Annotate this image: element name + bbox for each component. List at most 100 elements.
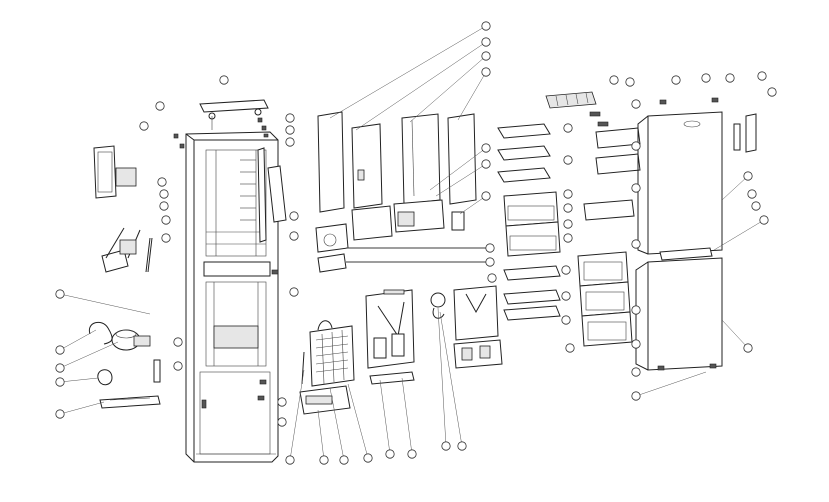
- upper-door: [637, 111, 723, 255]
- back-panel-2: [351, 123, 383, 209]
- callout-bubble: [487, 273, 497, 283]
- door-shelf-left: [93, 145, 117, 199]
- callout-bubble: [285, 113, 295, 123]
- callout-bubble: [743, 343, 753, 353]
- callout-bubble: [277, 397, 287, 407]
- freezer-drawers: [577, 251, 633, 347]
- callout-bubble: [485, 243, 495, 253]
- control-housing: [365, 289, 415, 369]
- lower-door: [635, 257, 723, 371]
- callout-bubble: [161, 233, 171, 243]
- callout-bubble: [631, 391, 641, 401]
- rod-part: [145, 237, 153, 273]
- callout-bubble: [173, 337, 183, 347]
- fan-cover-base: [453, 339, 503, 369]
- callout-bubble: [631, 141, 641, 151]
- callout-bubble: [55, 409, 65, 419]
- door-gasket-strip: [659, 247, 713, 261]
- door-bins: [583, 127, 641, 221]
- callout-bubble: [563, 189, 573, 199]
- callout-bubble: [631, 339, 641, 349]
- side-trim-strip: [257, 147, 287, 243]
- crisper-cover-rail: [317, 247, 492, 273]
- callout-bubble: [55, 363, 65, 373]
- callout-bubble: [407, 449, 417, 459]
- callout-bubble: [155, 101, 165, 111]
- callout-bubble: [173, 361, 183, 371]
- callout-bubble: [481, 159, 491, 169]
- drain-tray: [299, 385, 351, 415]
- callout-bubble: [319, 455, 329, 465]
- callout-bubble: [385, 449, 395, 459]
- callout-bubble: [757, 71, 767, 81]
- fan-cover: [453, 285, 499, 341]
- back-panel-3: [401, 113, 441, 205]
- crisper-drawer-lower: [505, 221, 561, 257]
- callout-bubble: [481, 37, 491, 47]
- callout-bubble: [159, 189, 169, 199]
- callout-bubbles: [55, 21, 777, 465]
- back-panel-4: [447, 113, 477, 205]
- callout-bubble: [481, 191, 491, 201]
- callout-bubble: [485, 257, 495, 267]
- callout-bubble: [631, 183, 641, 193]
- callout-bubble: [139, 121, 149, 131]
- callout-bubble: [609, 75, 619, 85]
- thermostat-bulb: [430, 292, 446, 319]
- glass-shelves: [497, 123, 561, 321]
- fan-housing: [315, 223, 349, 253]
- small-clips: [589, 111, 609, 127]
- callout-bubble: [55, 289, 65, 299]
- callout-bubble: [563, 155, 573, 165]
- shelf-rails: [240, 159, 256, 221]
- callout-bubble: [481, 143, 491, 153]
- callout-bubble: [563, 203, 573, 213]
- callout-bubble: [55, 377, 65, 387]
- callout-bubble: [631, 239, 641, 249]
- callout-bubble: [285, 125, 295, 135]
- callout-bubble: [631, 367, 641, 377]
- callout-bubble: [563, 233, 573, 243]
- callout-bubble: [285, 137, 295, 147]
- callout-bubble: [631, 99, 641, 109]
- callout-bubble: [219, 75, 229, 85]
- callout-bubble: [339, 455, 349, 465]
- callout-bubble: [725, 73, 735, 83]
- compressor-assembly: [88, 321, 151, 351]
- callout-bubble: [747, 189, 757, 199]
- door-hinges: [657, 97, 719, 371]
- callout-bubble: [55, 345, 65, 355]
- callout-bubble: [561, 265, 571, 275]
- callout-bubble: [289, 287, 299, 297]
- callout-bubble: [561, 315, 571, 325]
- callout-bubble: [289, 231, 299, 241]
- callout-bubble: [759, 215, 769, 225]
- base-rail: [99, 395, 161, 409]
- cabinet-screws: [173, 117, 279, 409]
- wiring-loop: [97, 369, 113, 386]
- wire-grille: [545, 91, 597, 109]
- label-plate: [115, 167, 137, 187]
- small-tube: [153, 359, 161, 383]
- callout-bubble: [441, 441, 451, 451]
- callout-bubble: [159, 201, 169, 211]
- callout-bubble: [481, 67, 491, 77]
- callout-bubble: [277, 417, 287, 427]
- air-duct-parts: [351, 199, 465, 241]
- callout-leaders: [59, 25, 765, 461]
- callout-bubble: [481, 51, 491, 61]
- callout-bubble: [363, 453, 373, 463]
- callout-bubble: [157, 177, 167, 187]
- bracket-assembly: [101, 227, 141, 273]
- callout-bubble: [481, 21, 491, 31]
- cabinet-body: [185, 131, 279, 463]
- door-handles: [733, 113, 757, 153]
- callout-bubble: [767, 87, 777, 97]
- callout-bubble: [161, 215, 171, 225]
- callout-bubble: [457, 441, 467, 451]
- callout-bubble: [563, 219, 573, 229]
- callout-bubble: [701, 73, 711, 83]
- callout-bubble: [561, 291, 571, 301]
